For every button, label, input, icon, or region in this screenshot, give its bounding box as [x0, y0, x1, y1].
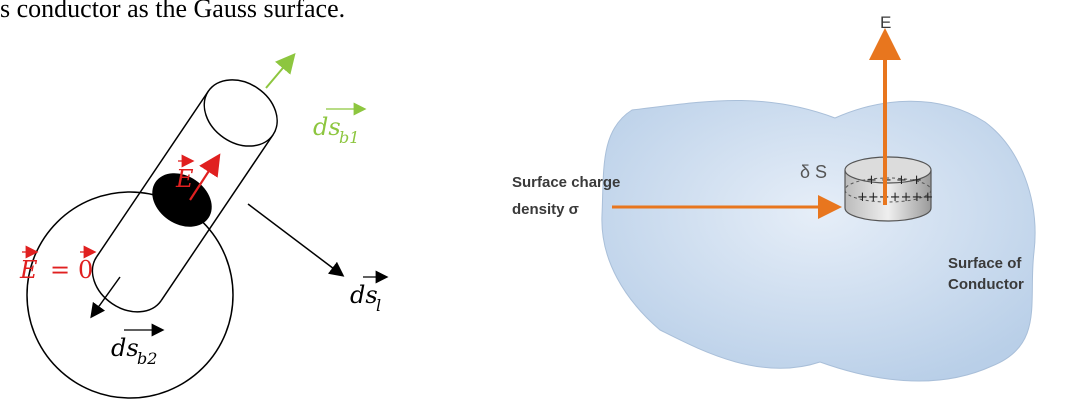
ds-b1-arrow — [265, 52, 296, 89]
surface-charge-label-2: density σ — [512, 201, 579, 218]
svg-text:b1: b1 — [339, 128, 359, 147]
ds-b2-label: ds b2 — [111, 323, 165, 368]
e-zero-label: E = 0 — [19, 245, 97, 284]
ds-b2-arrow — [90, 276, 121, 319]
svg-text:l: l — [376, 296, 381, 315]
surface-charge-label-1: Surface charge — [512, 174, 620, 191]
right-figure: E + + + + +++++++ δ S Surface charge den… — [512, 13, 1036, 382]
cylinder-top-cap — [203, 79, 278, 147]
e-field-arrow — [189, 153, 221, 201]
caption-text: s conductor as the Gauss surface. — [0, 0, 346, 23]
e-field-label: E — [175, 154, 195, 193]
svg-text:b2: b2 — [137, 349, 157, 368]
delta-s-label: δ S — [800, 162, 827, 182]
conductor-circle — [26, 191, 234, 399]
charges-top: + + + + — [866, 173, 922, 188]
conductor-surface-blob — [601, 99, 1036, 382]
svg-text:E: E — [19, 256, 38, 284]
e-up-label: E — [880, 13, 891, 32]
surface-patch — [152, 173, 212, 227]
svg-text:ds: ds — [111, 334, 139, 362]
pillbox: + + + + +++++++ — [844, 156, 933, 222]
gauss-cylinder — [91, 79, 278, 313]
ds-b1-label: ds b1 — [313, 102, 367, 147]
surface-of-label-1: Surface of — [948, 255, 1022, 272]
svg-text:0: 0 — [78, 256, 93, 284]
ds-l-label: ds l — [350, 270, 389, 315]
svg-text:ds: ds — [350, 281, 378, 309]
surface-of-label-2: Conductor — [948, 276, 1024, 293]
charges-bottom: +++++++ — [857, 190, 933, 205]
svg-text:ds: ds — [313, 113, 341, 141]
ds-l-arrow — [247, 203, 345, 277]
cylinder-bottom-cap — [91, 256, 162, 313]
svg-text:E: E — [175, 165, 194, 193]
svg-text:=: = — [50, 256, 70, 284]
left-figure: E ds b1 E = 0 ds b2 ds l — [19, 52, 389, 399]
